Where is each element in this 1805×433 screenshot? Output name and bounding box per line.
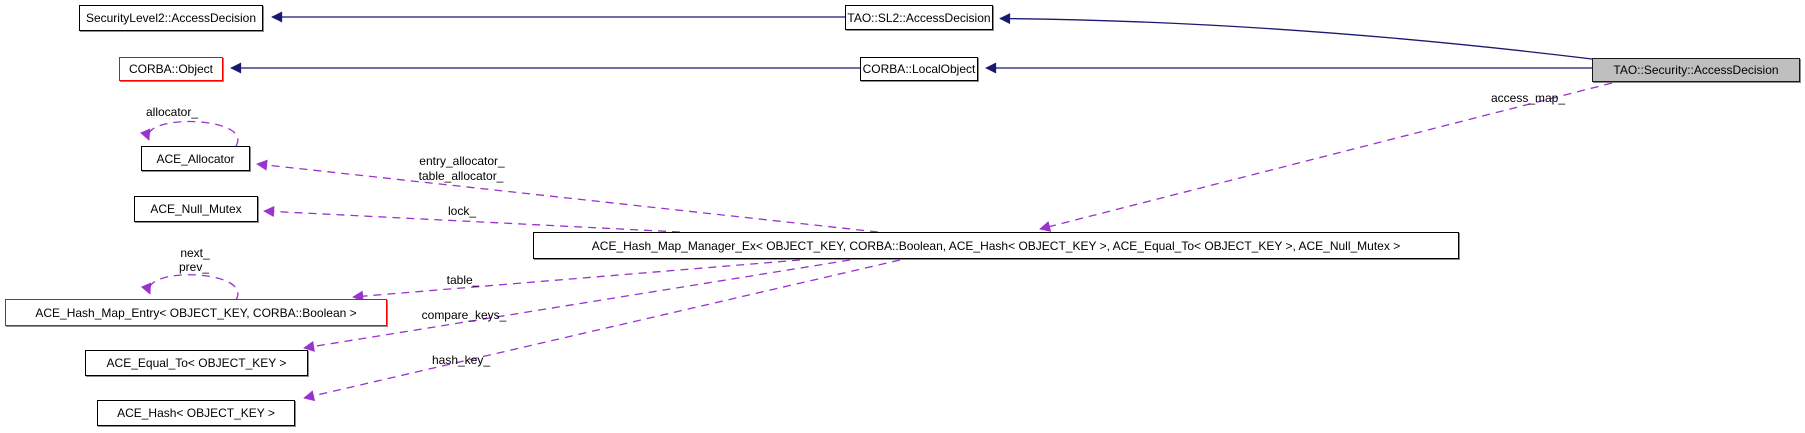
node-tao-sl2-accessdecision[interactable]: TAO::SL2::AccessDecision [845, 5, 993, 30]
edge-usage-allocator-self-loop [140, 120, 239, 147]
node-ace-allocator[interactable]: ACE_Allocator [141, 146, 250, 171]
edge-label-hash-key: hash_key_ [431, 353, 491, 367]
node-ace-hash[interactable]: ACE_Hash< OBJECT_KEY > [97, 400, 295, 426]
edge-inheritance-security-to-sl2 [999, 13, 1593, 60]
node-ace-hash-map-entry[interactable]: ACE_Hash_Map_Entry< OBJECT_KEY, CORBA::B… [5, 299, 387, 326]
node-securitylevel2-accessdecision[interactable]: SecurityLevel2::AccessDecision [79, 5, 263, 31]
edge-label-table-allocator: table_allocator_ [418, 169, 504, 183]
edge-usage-next-prev-self-loop [140, 274, 239, 301]
edge-label-lock: lock_ [447, 204, 477, 218]
edge-label-table: table_ [446, 273, 480, 287]
node-corba-localobject[interactable]: CORBA::LocalObject [860, 57, 978, 81]
edge-label-allocator: allocator_ [145, 105, 199, 119]
edge-usage-hash-key [303, 259, 901, 402]
edge-label-prev: prev_ [178, 260, 210, 274]
edge-label-entry-allocator: entry_allocator_ [419, 154, 505, 168]
edge-label-next: next_ [180, 246, 210, 260]
node-ace-null-mutex[interactable]: ACE_Null_Mutex [134, 196, 258, 222]
node-ace-equal-to[interactable]: ACE_Equal_To< OBJECT_KEY > [85, 350, 308, 376]
node-ace-hash-map-manager-ex[interactable]: ACE_Hash_Map_Manager_Ex< OBJECT_KEY, COR… [533, 232, 1459, 259]
node-corba-object[interactable]: CORBA::Object [119, 57, 223, 81]
node-tao-security-accessdecision-main: TAO::Security::AccessDecision [1592, 58, 1800, 82]
edge-label-compare-keys: compare_keys_ [421, 308, 507, 322]
edge-label-access-map: access_map_ [1490, 91, 1566, 105]
edge-usage-entry-allocator [256, 159, 879, 233]
edge-usage-access-map [1039, 82, 1613, 232]
edge-usage-table [352, 259, 801, 302]
